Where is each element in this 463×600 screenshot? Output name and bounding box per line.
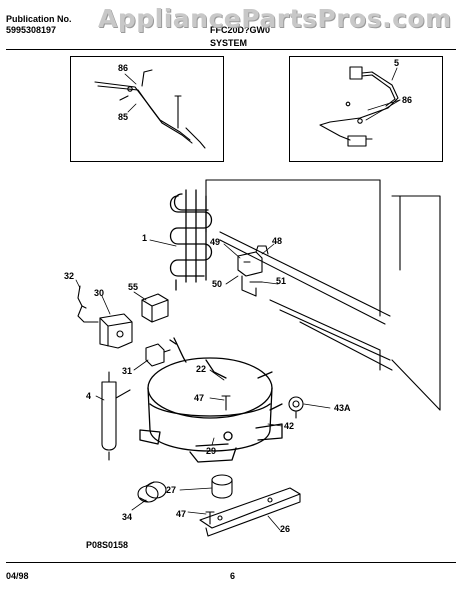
overload-30-drawing	[99, 313, 133, 349]
wire-32-drawing	[77, 285, 99, 323]
footer-date: 04/98	[6, 571, 29, 581]
header-rule	[6, 49, 456, 50]
inset-box-left	[70, 56, 224, 162]
inset-box-right	[289, 56, 443, 162]
publication-label: Publication No.	[6, 14, 72, 24]
model-number: FFC20D?GW0	[210, 25, 271, 35]
footer-page: 6	[230, 571, 236, 581]
part-labels: 86 85 5 86 1 49 48 50 51 32 30 55 31 4 2…	[64, 58, 412, 534]
publication-number: 5995308197	[6, 25, 57, 35]
diagram-code: P08S0158	[86, 540, 129, 550]
part-label-51: 51	[276, 276, 286, 286]
sleeve-34-drawing	[137, 481, 167, 503]
harness-block-drawing	[319, 66, 399, 147]
screw-47-drawing	[205, 395, 231, 525]
section-title: SYSTEM	[210, 38, 248, 48]
part-label-29: 29	[206, 446, 216, 456]
drier-4-drawing	[101, 371, 131, 461]
part-label-47: 47	[194, 393, 204, 403]
part-label-22: 22	[196, 364, 206, 374]
watermark: AppliancePartsPros.com	[98, 4, 452, 33]
part-label-1: 1	[142, 233, 147, 243]
relay-55-drawing	[141, 293, 169, 323]
part-label-86b: 86	[402, 95, 412, 105]
part-label-42: 42	[284, 421, 294, 431]
part-label-85: 85	[118, 112, 128, 122]
compressor-29-drawing	[139, 337, 283, 463]
relay-bracket-drawing	[237, 245, 269, 297]
part-label-4: 4	[86, 391, 91, 401]
clip-43a-drawing	[288, 396, 304, 419]
part-label-31: 31	[122, 366, 132, 376]
part-label-55: 55	[128, 282, 138, 292]
part-label-49: 49	[210, 237, 220, 247]
footer-rule	[6, 562, 456, 563]
part-label-26: 26	[280, 524, 290, 534]
part-label-47b: 47	[176, 509, 186, 519]
part-label-43a: 43A	[334, 403, 351, 413]
grommet-27-drawing	[211, 474, 233, 499]
part-label-50: 50	[212, 279, 222, 289]
wire-harness-drawing	[94, 69, 206, 149]
part-label-5: 5	[394, 58, 399, 68]
part-label-34: 34	[122, 512, 132, 522]
condenser-coil-drawing	[169, 189, 213, 291]
part-label-30: 30	[94, 288, 104, 298]
leader-lines	[75, 67, 401, 531]
connector-31-drawing	[145, 343, 171, 367]
part-label-27: 27	[166, 485, 176, 495]
cabinet-outline-drawing	[205, 179, 441, 411]
base-rail-26-drawing	[199, 487, 301, 537]
part-label-32: 32	[64, 271, 74, 281]
part-label-48: 48	[272, 236, 282, 246]
part-label-86: 86	[118, 63, 128, 73]
